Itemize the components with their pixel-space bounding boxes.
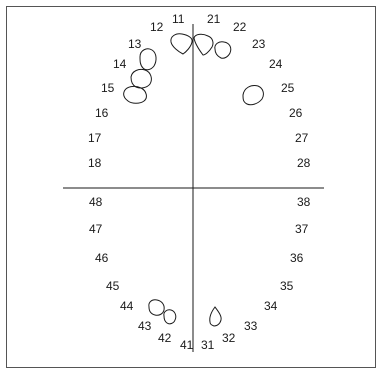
tooth-number-22: 22 [233,20,247,34]
tooth-number-48: 48 [89,195,103,209]
tooth-number-33: 33 [244,319,258,333]
tooth-number-45: 45 [106,279,120,293]
tooth-number-34: 34 [264,299,278,313]
tooth-number-27: 27 [295,131,309,145]
tooth-number-36: 36 [290,251,304,265]
tooth-number-41: 41 [180,338,194,352]
tooth-number-18: 18 [88,156,102,170]
tooth-number-35: 35 [280,279,294,293]
tooth-number-21: 21 [207,12,221,26]
tooth-number-11: 11 [172,12,185,26]
tooth-number-46: 46 [95,251,109,265]
chart-frame [7,7,376,368]
tooth-number-25: 25 [281,81,295,95]
tooth-number-13: 13 [128,37,142,51]
tooth-number-23: 23 [252,37,266,51]
tooth-number-12: 12 [150,20,164,34]
tooth-number-16: 16 [95,106,109,120]
tooth-number-37: 37 [295,222,309,236]
tooth-number-15: 15 [101,81,115,95]
tooth-number-44: 44 [120,299,134,313]
tooth-number-43: 43 [138,319,152,333]
tooth-number-14: 14 [113,57,127,71]
tooth-number-38: 38 [297,195,311,209]
tooth-number-32: 32 [222,331,236,345]
tooth-number-26: 26 [289,106,303,120]
tooth-number-42: 42 [158,331,172,345]
tooth-number-47: 47 [89,222,103,236]
tooth-number-24: 24 [269,57,283,71]
tooth-number-28: 28 [297,156,311,170]
tooth-number-17: 17 [88,131,102,145]
tooth-number-31: 31 [201,338,215,352]
